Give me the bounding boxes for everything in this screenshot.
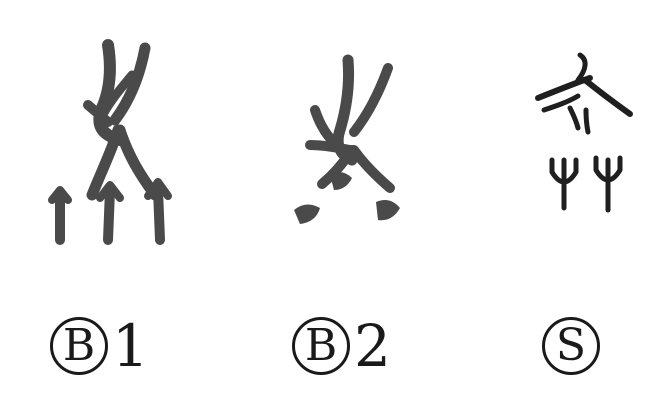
caption-b1: B 1 [50,312,149,380]
glyph-b2-drawing [294,54,400,224]
caption-s: S [542,312,600,380]
caption-b2: B 2 [292,312,391,380]
circled-letter-b1: B [50,317,108,375]
caption-number-b1: 1 [112,312,149,380]
circled-letter-s: S [542,317,600,375]
circled-letter-b2: B [292,317,350,375]
glyph-b1-drawing [48,39,172,245]
glyph-s-drawing [535,52,633,213]
caption-number-b2: 2 [354,312,391,380]
